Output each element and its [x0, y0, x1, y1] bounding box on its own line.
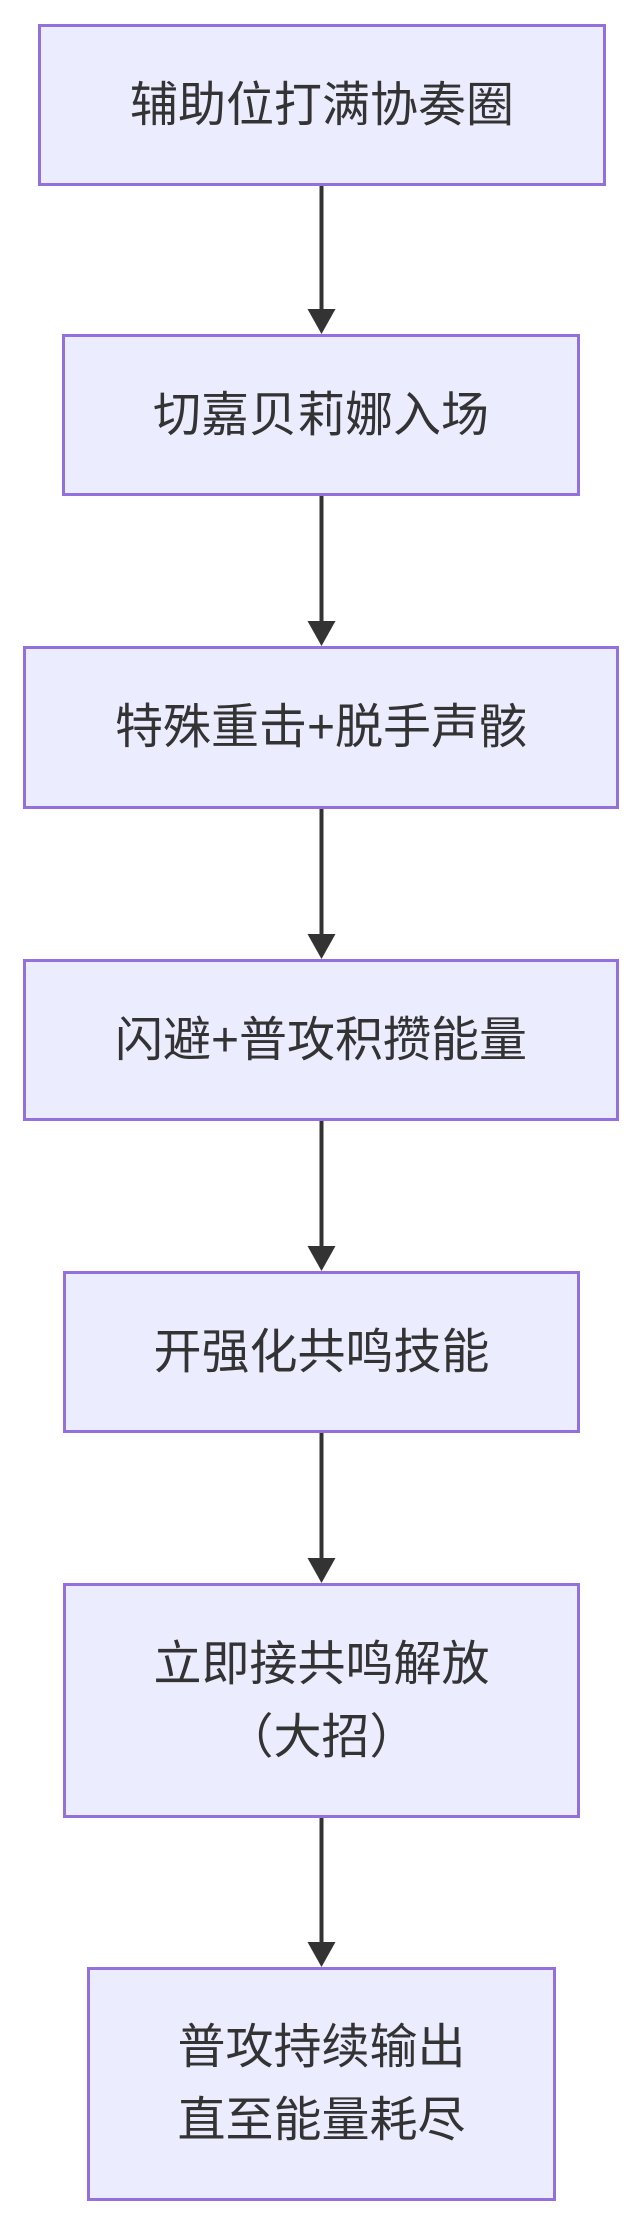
arrowhead-icon: [307, 934, 336, 959]
node-label-line: 切嘉贝莉娜入场: [152, 388, 489, 442]
node-label-line: 直至能量耗尽: [177, 2094, 466, 2147]
flow-node-step-2: 切嘉贝莉娜入场: [62, 334, 580, 496]
flow-node-step-4: 闪避+普攻积攒能量: [23, 959, 619, 1121]
node-label-line: （大招）: [225, 1710, 418, 1764]
arrowhead-icon: [307, 309, 336, 334]
node-label-line: 特殊重击+脱手声骸: [114, 701, 528, 754]
node-label-line: 立即接共鸣解放: [153, 1637, 490, 1691]
arrowhead-icon: [307, 621, 336, 646]
node-label-line: 普攻持续输出: [177, 2021, 466, 2074]
arrowhead-icon: [307, 1558, 336, 1583]
node-label-line: 辅助位打满协奏圈: [129, 78, 514, 132]
arrowhead-icon: [307, 1942, 336, 1967]
flow-node-step-1: 辅助位打满协奏圈: [38, 24, 606, 186]
flow-node-step-7: 普攻持续输出直至能量耗尽: [87, 1967, 556, 2201]
node-label-line: 闪避+普攻积攒能量: [114, 1013, 528, 1067]
flow-node-step-6: 立即接共鸣解放 （大招）: [63, 1583, 580, 1818]
arrowhead-icon: [307, 1246, 336, 1271]
flow-node-step-3: 特殊重击+脱手声骸: [23, 646, 619, 809]
flow-node-step-5: 开强化共鸣技能: [63, 1271, 580, 1433]
node-label-line: 开强化共鸣技能: [153, 1325, 490, 1379]
